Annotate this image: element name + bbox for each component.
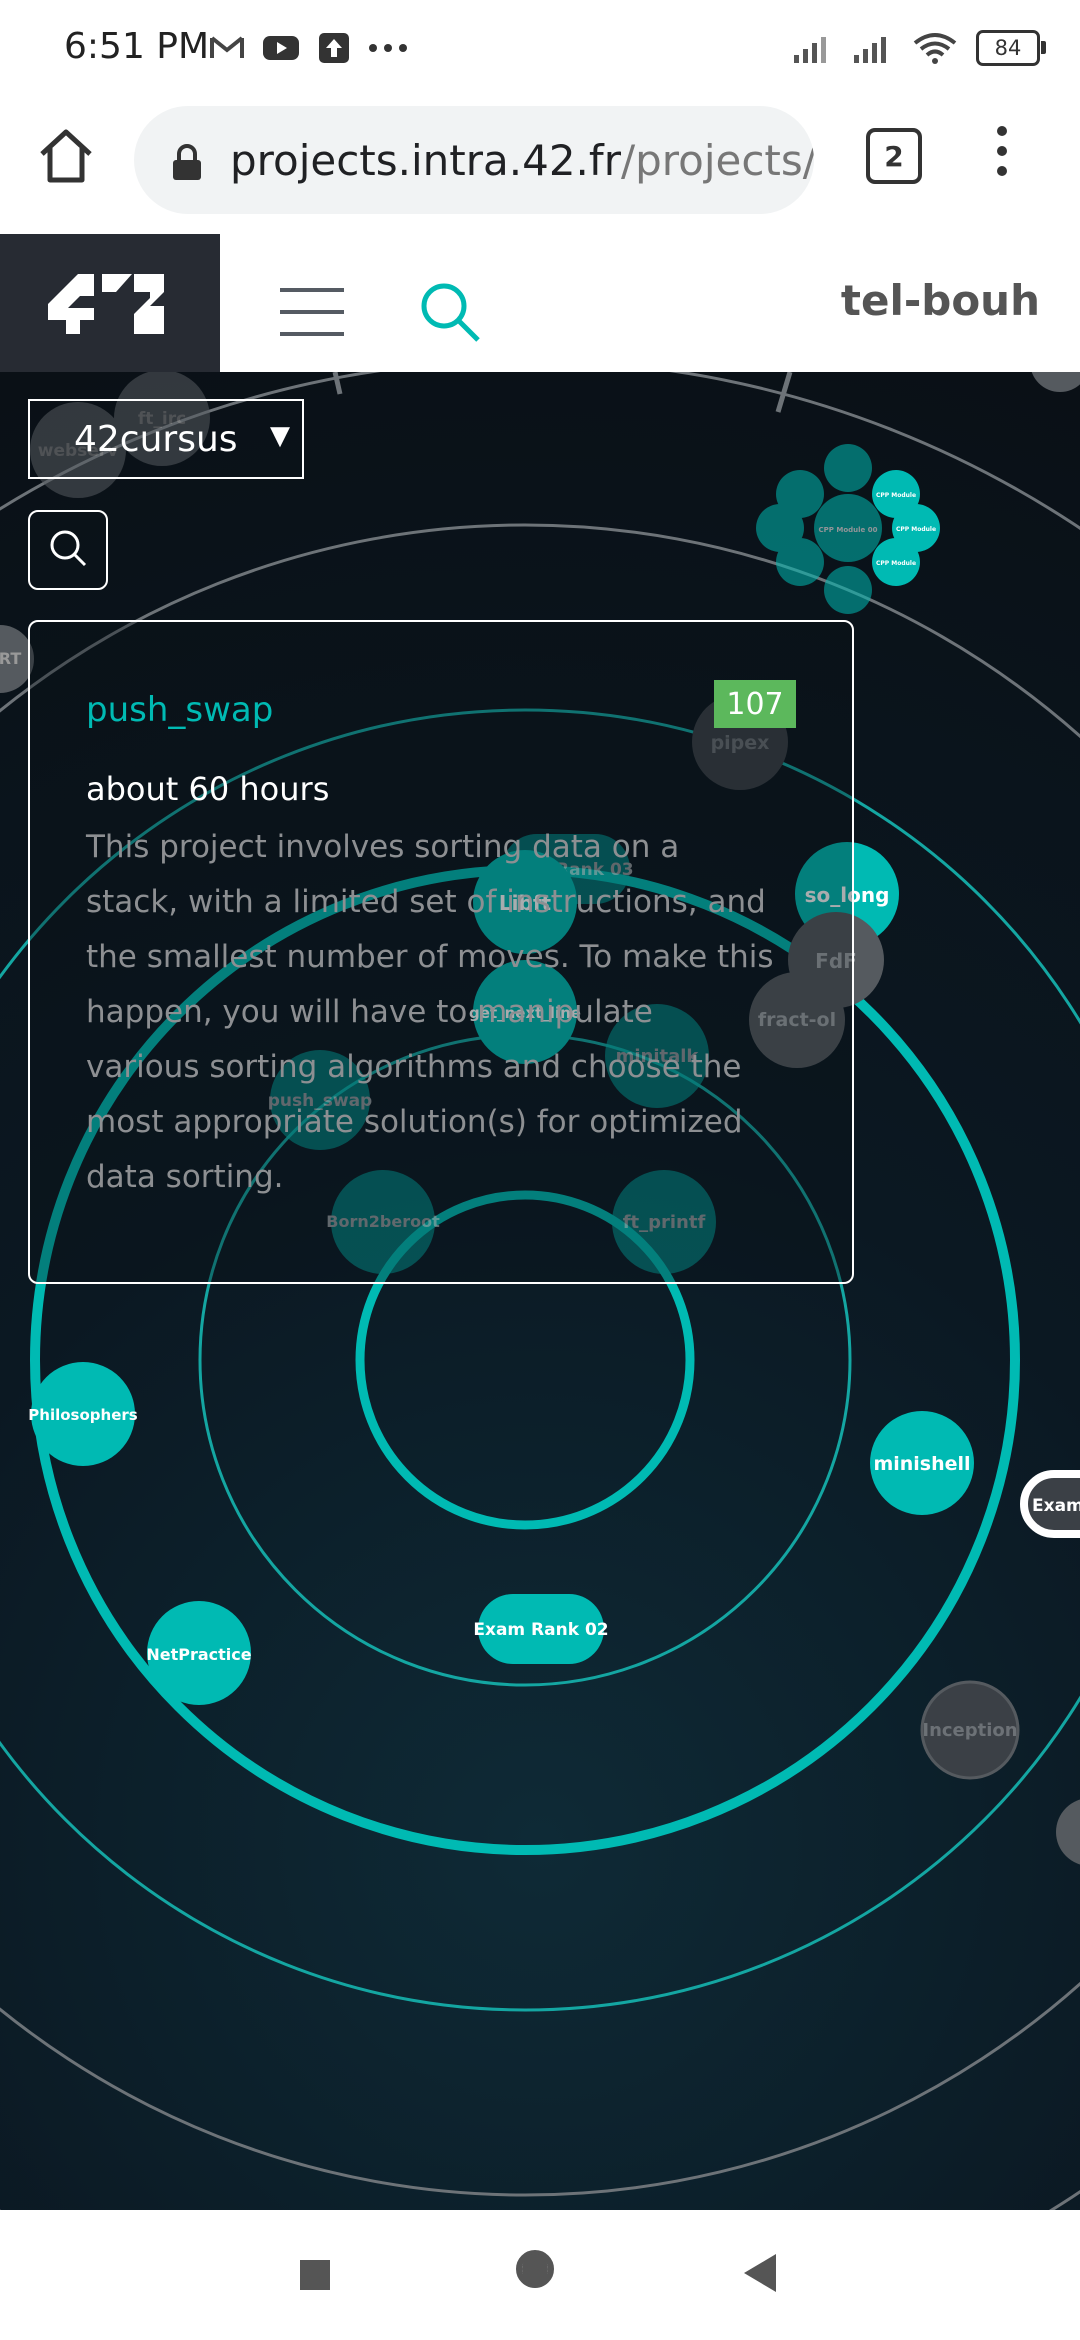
node-label: push_swap xyxy=(268,1091,372,1111)
cursus-select-value: 42cursus xyxy=(74,419,238,460)
lock-icon xyxy=(173,144,201,180)
hamburger-menu-icon[interactable] xyxy=(280,288,344,338)
node-webserv[interactable] xyxy=(30,402,126,498)
orbit-ring xyxy=(355,1190,695,1530)
wifi-icon xyxy=(913,33,957,64)
logo-42[interactable] xyxy=(0,234,220,372)
site-header: tel-bouh xyxy=(0,234,1080,372)
signal-icon xyxy=(794,37,826,63)
url-path: /projects/g xyxy=(620,136,814,185)
browser-menu-icon[interactable] xyxy=(990,126,1014,186)
youtube-icon xyxy=(263,36,299,60)
node-philosophers[interactable] xyxy=(31,1362,135,1466)
node-ft-printf[interactable] xyxy=(612,1170,716,1274)
node-cpp-module[interactable] xyxy=(776,538,824,586)
cursus-select[interactable]: 42cursus ▼ xyxy=(28,399,304,479)
node-cpp-module[interactable] xyxy=(814,494,882,562)
node-label: minitalk xyxy=(616,1046,700,1067)
node-left-edge[interactable] xyxy=(0,625,34,693)
orbit-ring xyxy=(0,708,1080,2012)
project-title[interactable]: push_swap xyxy=(86,690,274,730)
node-label: FdF xyxy=(815,949,857,973)
node-cpp-module-right[interactable] xyxy=(872,538,920,586)
project-holarchy[interactable]: Exam Rank 03 push_swap minitalk Born2ber… xyxy=(0,372,1080,2210)
node-right-edge[interactable] xyxy=(1056,1798,1080,1866)
address-bar[interactable]: projects.intra.42.fr/projects/g xyxy=(134,106,814,214)
project-card[interactable]: push_swap 107 about 60 hours This projec… xyxy=(28,620,854,1284)
project-duration: about 60 hours xyxy=(86,770,330,808)
node-label: get_next_line xyxy=(469,1004,581,1022)
node-label: NetPractice xyxy=(146,1645,251,1664)
node-label: CPP Module xyxy=(876,560,916,567)
search-icon[interactable] xyxy=(416,278,486,348)
back-button[interactable] xyxy=(744,2254,776,2292)
node-exam-rank-02[interactable] xyxy=(478,1594,604,1664)
username[interactable]: tel-bouh xyxy=(840,276,1040,325)
node-right-edge-top[interactable] xyxy=(1030,372,1080,392)
node-label: ft_printf xyxy=(623,1212,706,1233)
node-label: webserv xyxy=(38,441,119,461)
node-label: CPP Module 00 xyxy=(819,526,878,534)
battery-indicator: 84 xyxy=(976,30,1046,66)
home-button[interactable] xyxy=(516,2250,554,2288)
chevron-down-icon: ▼ xyxy=(270,421,290,451)
node-minitalk[interactable] xyxy=(605,1004,709,1108)
url-host: projects.intra.42.fr xyxy=(230,136,621,185)
node-exam-right[interactable] xyxy=(1020,1470,1080,1538)
score-badge: 107 xyxy=(714,680,796,728)
node-label: RT xyxy=(0,649,21,668)
gmail-icon xyxy=(210,36,244,58)
node-minishell[interactable] xyxy=(870,1411,974,1515)
tab-count: 2 xyxy=(884,139,904,173)
node-label: Philosophers xyxy=(28,1406,137,1424)
node-label: so_long xyxy=(805,883,890,907)
node-netpractice[interactable] xyxy=(147,1601,251,1705)
upload-icon xyxy=(319,33,349,63)
home-icon[interactable] xyxy=(36,126,96,186)
more-dots-icon xyxy=(369,44,407,52)
signal-icon-2 xyxy=(854,37,886,63)
node-label: minishell xyxy=(873,1453,970,1475)
node-label: fract-ol xyxy=(758,1009,836,1031)
node-get-next-line[interactable] xyxy=(473,960,577,1064)
node-inception[interactable] xyxy=(920,1680,1020,1780)
holarchy-search-button[interactable] xyxy=(28,510,108,590)
orbit-ring xyxy=(0,523,1080,2197)
node-cpp-module[interactable] xyxy=(824,566,872,614)
node-cpp-module[interactable] xyxy=(824,444,872,492)
holarchy-graph: Exam Rank 03 push_swap minitalk Born2ber… xyxy=(0,372,1080,2210)
recents-button[interactable] xyxy=(300,2260,330,2290)
node-label: ft_irc xyxy=(138,409,186,429)
node-fract-ol[interactable] xyxy=(749,972,845,1068)
url-text: projects.intra.42.fr/projects/g xyxy=(230,136,814,185)
node-label: CPP Module xyxy=(876,492,916,499)
node-label: Born2beroot xyxy=(326,1212,440,1231)
project-description: This project involves sorting data on a … xyxy=(86,829,774,1195)
node-push-swap[interactable] xyxy=(270,1050,370,1150)
node-label: pipex xyxy=(711,732,770,754)
node-label: Libft xyxy=(499,891,552,915)
browser-toolbar: projects.intra.42.fr/projects/g 2 xyxy=(0,96,1080,235)
status-time: 6:51 PM xyxy=(64,26,210,67)
tab-switcher-button[interactable]: 2 xyxy=(866,128,922,184)
status-bar: 6:51 PM 84 xyxy=(0,0,1080,96)
node-label: Exam R xyxy=(1032,1496,1080,1516)
node-label: Exam Rank 02 xyxy=(473,1620,608,1640)
node-born2beroot[interactable] xyxy=(331,1170,435,1274)
node-libft[interactable] xyxy=(473,850,577,954)
logo-42-icon xyxy=(48,274,164,334)
battery-level: 84 xyxy=(994,36,1022,60)
node-ft-irc[interactable] xyxy=(114,372,210,466)
node-label: CPP Module xyxy=(896,526,936,533)
node-label: Inception xyxy=(922,1720,1017,1741)
system-navbar xyxy=(0,2210,1080,2340)
search-icon xyxy=(50,530,87,567)
